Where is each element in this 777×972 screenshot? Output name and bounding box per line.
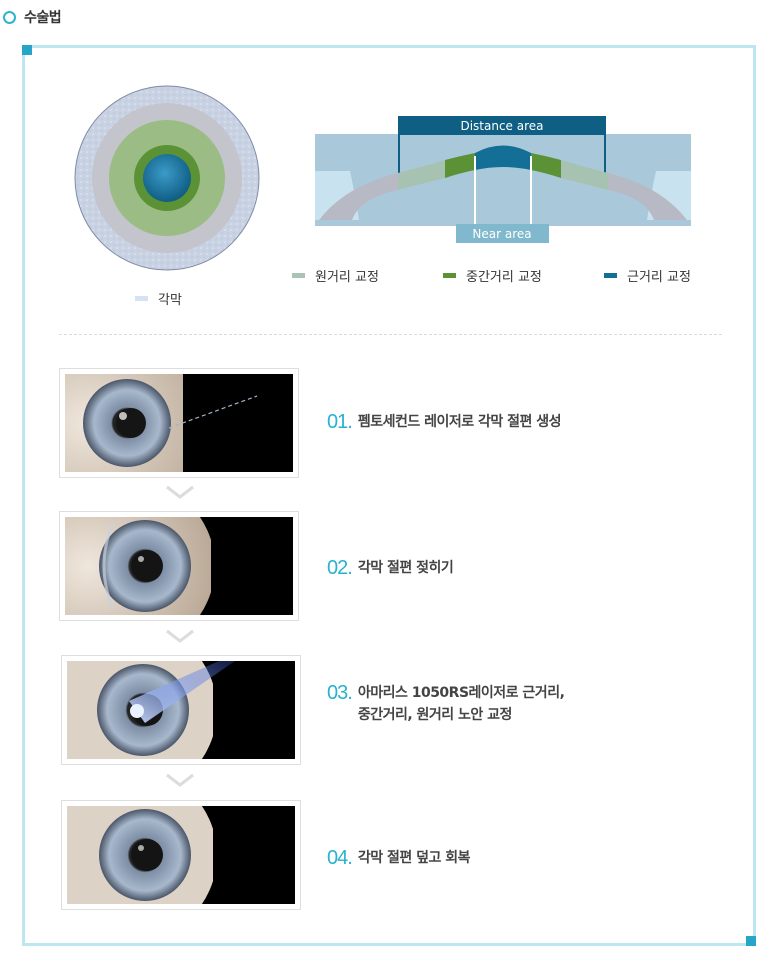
- circle-bullet-icon: [3, 10, 16, 24]
- legend-far: 원거리 교정: [292, 266, 379, 285]
- cornea-legend: 각막: [135, 289, 182, 308]
- legend-far-label: 원거리 교정: [315, 270, 379, 285]
- section-title: 수술법: [3, 6, 62, 28]
- cornea-zone-diagram: [74, 85, 260, 271]
- near-area-label: Near area: [472, 227, 531, 241]
- chevron-down-icon: [166, 485, 194, 499]
- legend-mid-label: 중간거리 교정: [466, 270, 542, 285]
- mid-swatch-icon: [443, 273, 456, 278]
- legend-mid: 중간거리 교정: [443, 266, 542, 285]
- step-3-image: [61, 655, 301, 765]
- section-title-text: 수술법: [24, 10, 62, 26]
- step-2-image: [59, 511, 299, 621]
- legend-near-label: 근거리 교정: [627, 270, 691, 285]
- section-divider: [59, 334, 722, 335]
- lens-cross-section-diagram: Distance area Near area: [315, 116, 691, 251]
- step-1-label: 펨토세컨드 레이저로 각막 절편 생성: [357, 414, 562, 430]
- step-2: 02. 각막 절편 젖히기: [327, 557, 454, 579]
- legend-near: 근거리 교정: [604, 266, 691, 285]
- distance-area-label: Distance area: [460, 119, 543, 133]
- step-3-label: 아마리스 1050RS레이저로 근거리, 중간거리, 원거리 노안 교정: [357, 685, 565, 723]
- chevron-down-icon: [166, 773, 194, 787]
- step-2-number: 02.: [327, 557, 353, 579]
- step-1: 01. 펨토세컨드 레이저로 각막 절편 생성: [327, 411, 562, 433]
- step-4-image: [61, 800, 301, 910]
- frame-corner-top-left: [22, 45, 32, 55]
- far-swatch-icon: [292, 273, 305, 278]
- chevron-down-icon: [166, 629, 194, 643]
- step-1-number: 01.: [327, 411, 353, 433]
- step-4-number: 04.: [327, 847, 353, 869]
- content-frame: 각막 Distance area: [22, 45, 756, 946]
- cornea-legend-label: 각막: [158, 293, 182, 308]
- near-swatch-icon: [604, 273, 617, 278]
- step-3-number: 03.: [327, 682, 353, 704]
- step-1-image: [59, 368, 299, 478]
- step-3: 03. 아마리스 1050RS레이저로 근거리, 중간거리, 원거리 노안 교정: [327, 682, 565, 726]
- step-4: 04. 각막 절편 덮고 회복: [327, 847, 470, 869]
- cornea-swatch-icon: [135, 296, 148, 301]
- step-2-label: 각막 절편 젖히기: [357, 560, 454, 576]
- step-4-label: 각막 절편 덮고 회복: [357, 850, 471, 866]
- frame-corner-bottom-right: [746, 936, 756, 946]
